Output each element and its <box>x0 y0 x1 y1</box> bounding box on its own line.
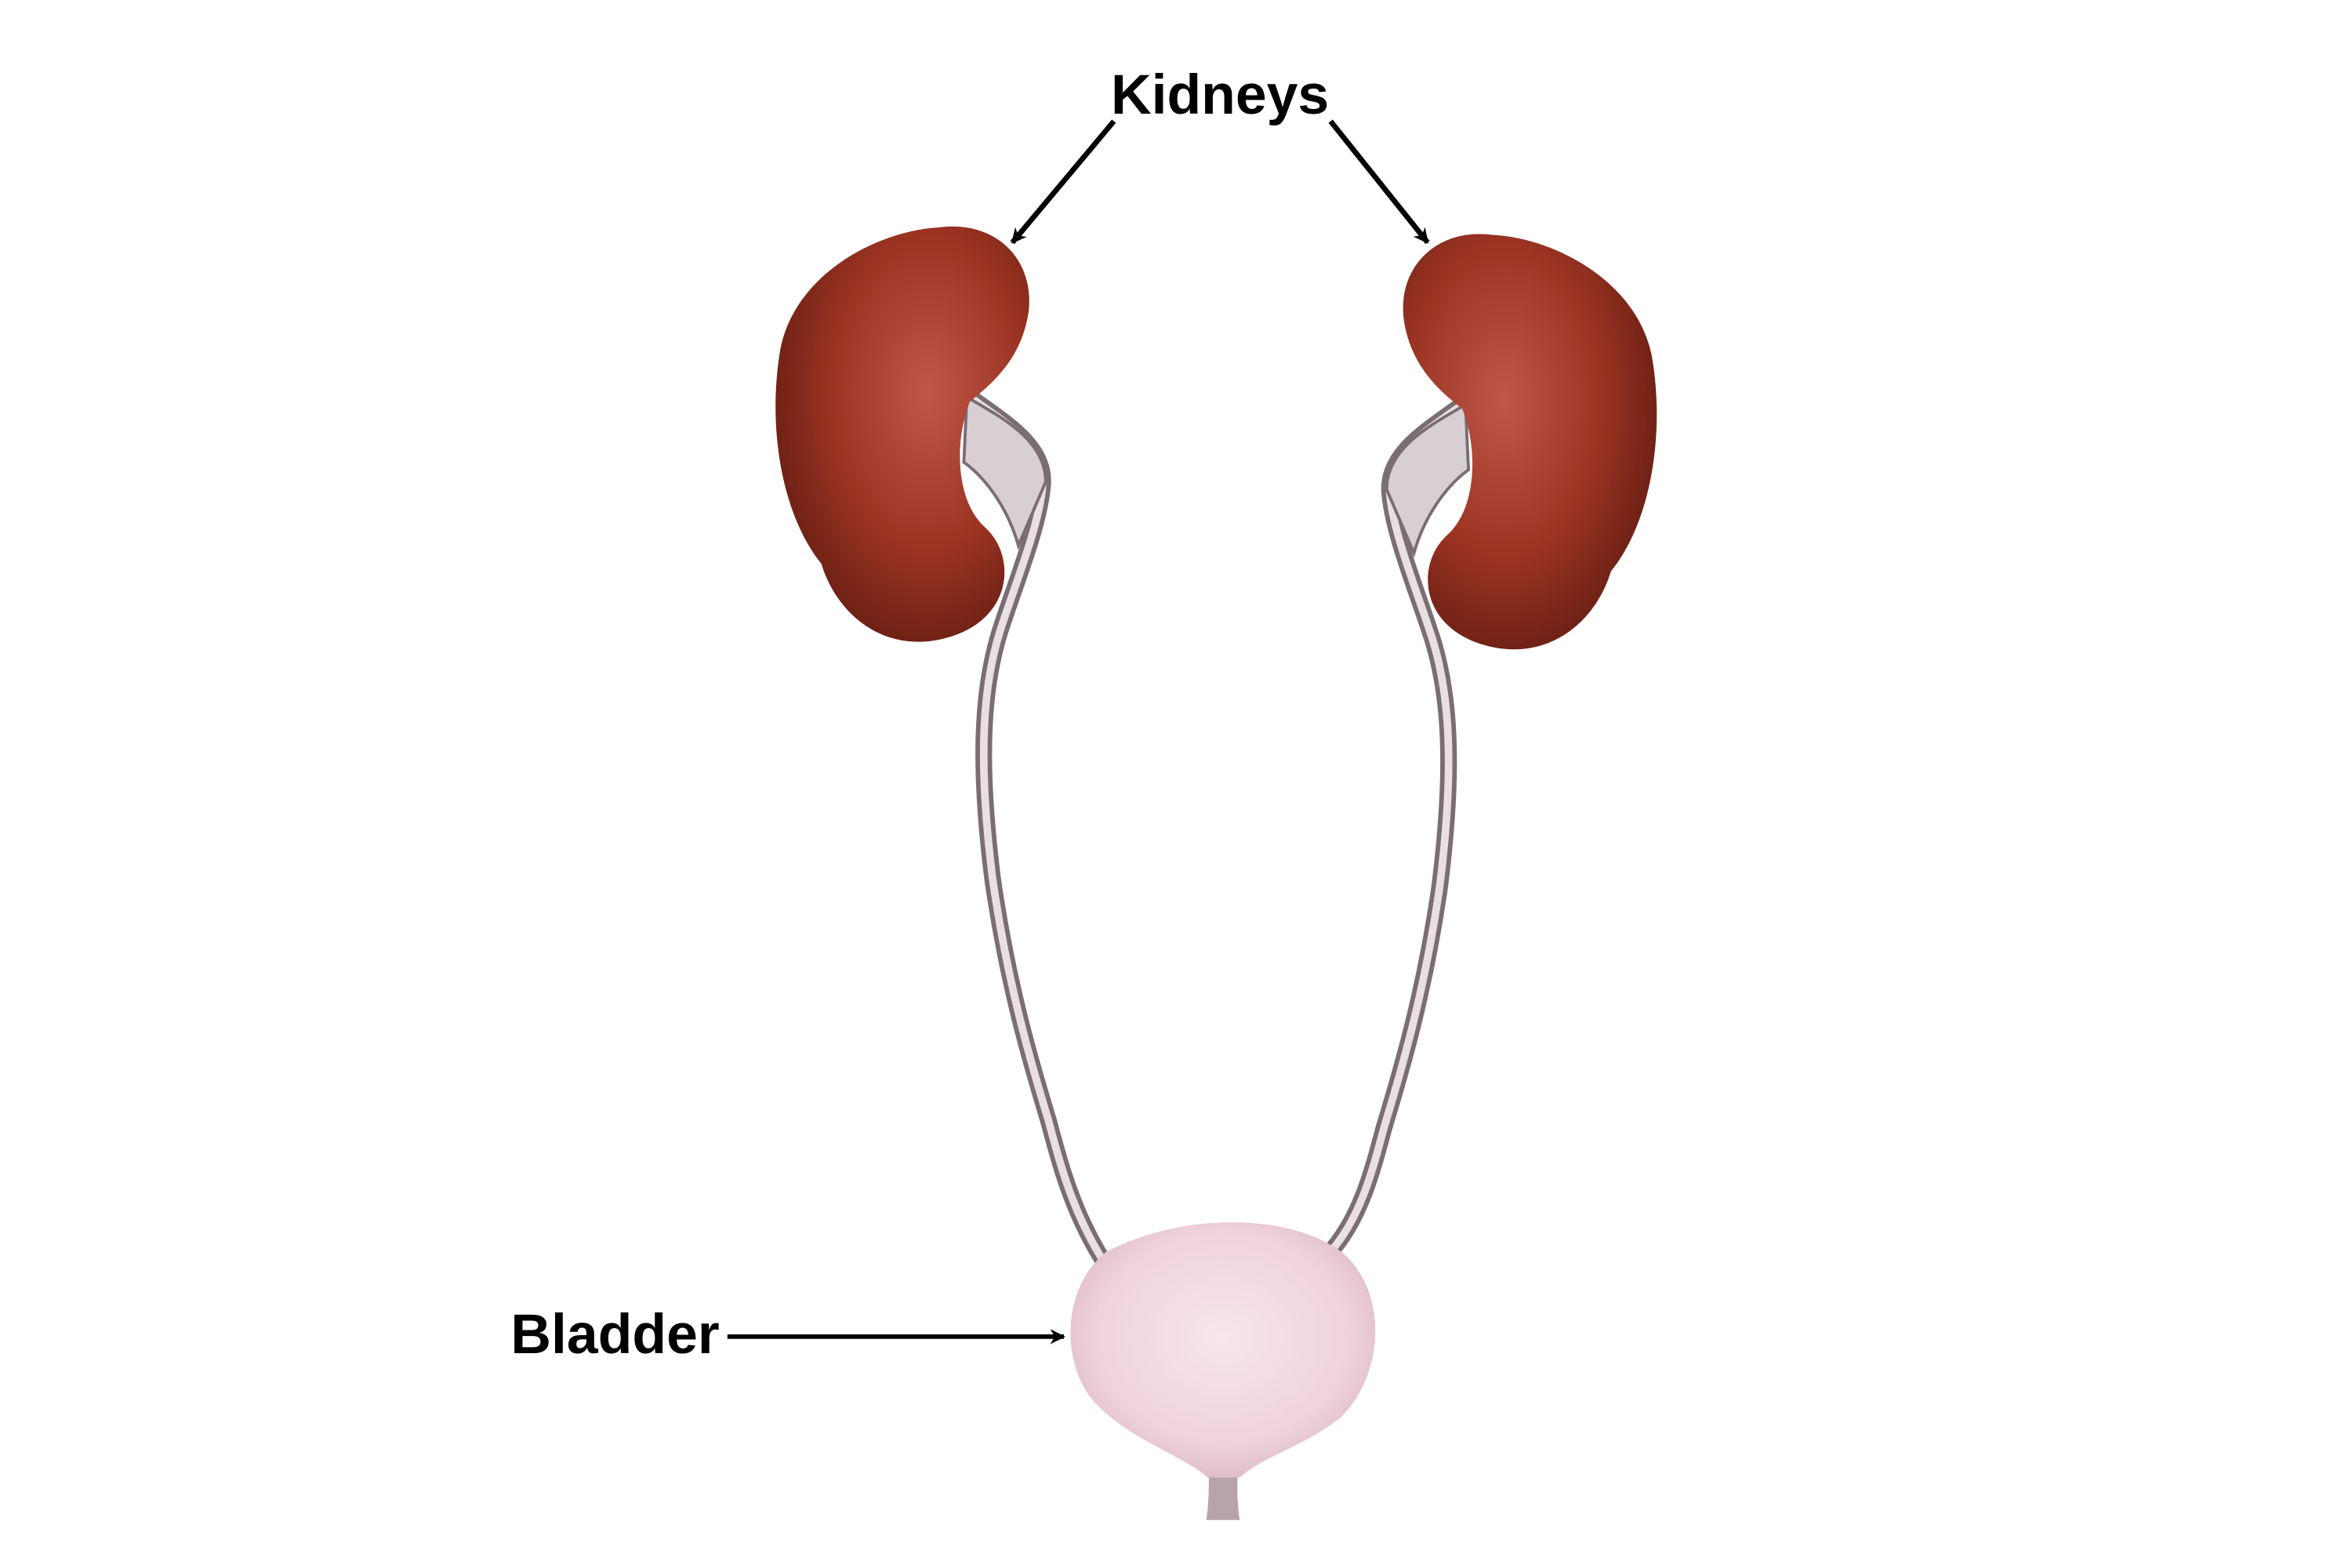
right-kidney <box>1403 234 1657 650</box>
right-ureter <box>1320 396 1471 1262</box>
left-kidney <box>775 226 1029 642</box>
kidneys-label: Kidneys <box>1111 64 1329 126</box>
bladder-body <box>1070 1221 1376 1478</box>
right-kidney-arrow <box>1328 119 1430 245</box>
left-kidney-arrow <box>1010 119 1116 245</box>
bladder <box>1070 1221 1376 1520</box>
left-ureter <box>961 388 1112 1269</box>
bladder-label: Bladder <box>510 1303 719 1366</box>
